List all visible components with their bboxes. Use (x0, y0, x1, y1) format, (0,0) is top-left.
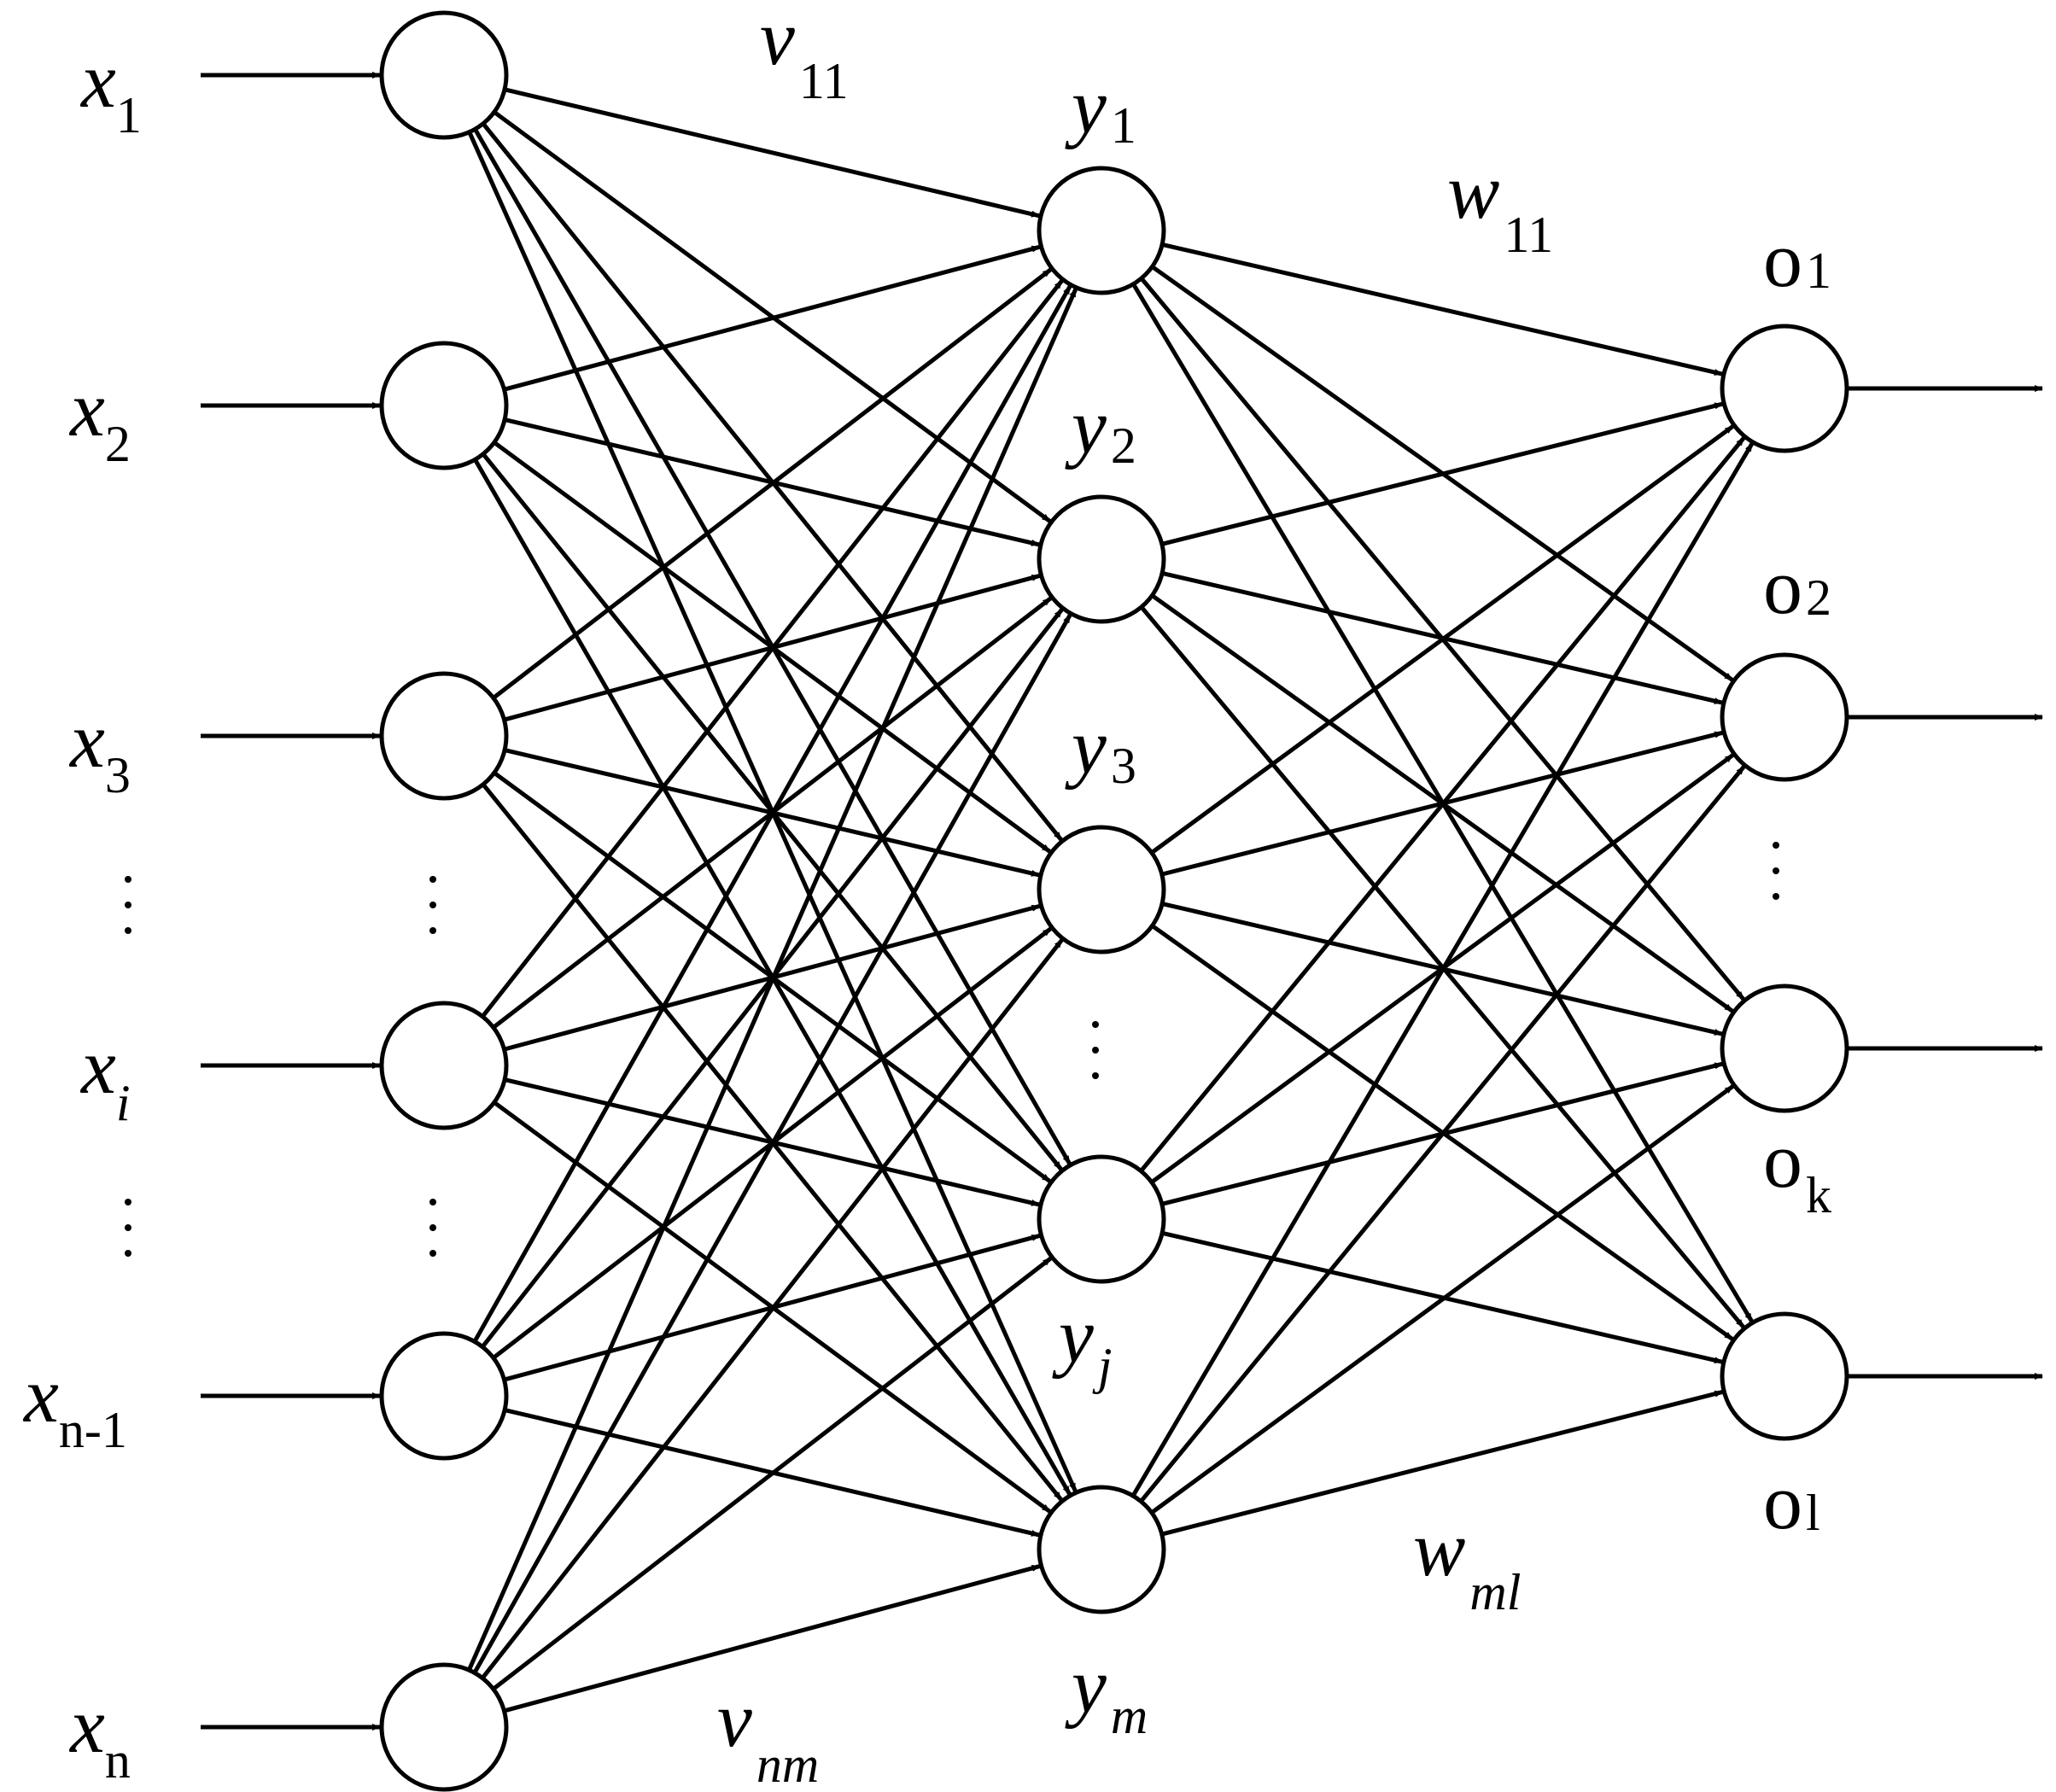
edge-w-4-0 (1130, 442, 1755, 1497)
input-node-ellipsis-upper (429, 927, 436, 934)
ellipsis-dots (125, 842, 1779, 1257)
connection-edges (201, 72, 2043, 1731)
input-label-x1: x1 (79, 37, 142, 143)
input-node-ellipsis-upper (429, 902, 436, 908)
edge-w-0-0 (1161, 242, 1723, 376)
output-label-ol: ol (1763, 1458, 1820, 1545)
output-node-1 (1720, 652, 1849, 782)
output-label-ok: ok (1763, 1117, 1831, 1223)
input-node-0 (379, 10, 509, 140)
input-label-x2: x2 (68, 365, 131, 472)
edge-v-3-0 (481, 279, 1064, 1019)
input-label-ellipsis-lower (125, 1250, 131, 1257)
edge-v-1-0 (503, 244, 1041, 392)
hidden-node-4 (1037, 1485, 1166, 1614)
input-label-ellipsis-upper (125, 876, 131, 883)
output-node-3 (1720, 1311, 1849, 1441)
hidden-node-3 (1037, 1154, 1166, 1284)
input-label-ellipsis-upper (125, 927, 131, 934)
output-node-0 (1720, 324, 1849, 453)
input-label-ellipsis-lower (125, 1199, 131, 1205)
input-label-xi: xi (79, 1023, 131, 1131)
edge-v-0-0 (504, 87, 1040, 219)
hidden-node-ellipsis (1092, 1047, 1099, 1054)
input-node-1 (379, 341, 509, 470)
edge-v-5-2 (481, 938, 1064, 1680)
input-label-ellipsis-lower (125, 1224, 131, 1231)
edge-w-2-0 (1150, 424, 1735, 855)
weight-label-wml: wml (1413, 1505, 1521, 1620)
hidden-label-y1: y1 (1065, 62, 1136, 154)
output-node-ellipsis (1773, 842, 1779, 849)
input-label-x3: x3 (68, 697, 131, 803)
output-node-ellipsis (1773, 893, 1779, 900)
input-node-ellipsis-lower (429, 1199, 436, 1205)
edge-v-4-0 (472, 285, 1072, 1343)
weight-label-v11: v11 (760, 0, 849, 109)
hidden-node-ellipsis (1092, 1072, 1099, 1079)
edge-w-3-0 (1139, 436, 1746, 1173)
edge-w-4-3 (1161, 1390, 1724, 1537)
output-node-ellipsis (1773, 867, 1779, 874)
input-label-xn: xn (68, 1682, 131, 1789)
input-node-2 (379, 671, 509, 801)
edge-v-5-3 (492, 1256, 1053, 1691)
output-label-o2: o2 (1763, 543, 1831, 630)
input-node-5 (379, 1662, 509, 1792)
hidden-labels: y1 y2 y3 yj ym (1052, 62, 1148, 1744)
input-node-3 (379, 1001, 509, 1130)
hidden-node-2 (1037, 825, 1166, 954)
edge-v-5-1 (472, 614, 1072, 1674)
weight-label-vnm: vnm (717, 1676, 819, 1792)
hidden-label-y3: y3 (1065, 703, 1136, 794)
hidden-label-yj: yj (1052, 1292, 1113, 1394)
input-label-ellipsis-upper (125, 902, 131, 908)
hidden-node-0 (1037, 166, 1166, 295)
output-labels: o1 o2 ok ol (1763, 216, 1831, 1545)
edge-v-2-0 (492, 267, 1053, 700)
hidden-node-1 (1037, 494, 1166, 624)
hidden-label-ym: ym (1065, 1642, 1148, 1744)
edge-w-4-1 (1139, 765, 1746, 1503)
hidden-node-ellipsis (1092, 1021, 1099, 1028)
input-label-xn-1: xn-1 (22, 1351, 127, 1458)
edge-w-1-0 (1161, 401, 1724, 546)
input-node-ellipsis-lower (429, 1224, 436, 1231)
output-label-o1-top: o1 (1763, 216, 1831, 303)
edge-v-5-4 (503, 1564, 1041, 1713)
output-node-2 (1720, 984, 1849, 1113)
edge-v-5-0 (467, 288, 1078, 1672)
input-labels: x1 x2 x3 xi xn-1 xn (22, 37, 142, 1789)
weight-label-w11: w11 (1447, 148, 1553, 263)
hidden-label-y2: y2 (1065, 382, 1136, 474)
neuron-nodes (379, 10, 1849, 1792)
weight-labels: v11 vnm w11 wml (717, 0, 1553, 1792)
input-node-4 (379, 1331, 509, 1461)
input-node-ellipsis-lower (429, 1250, 436, 1257)
edge-w-4-2 (1150, 1084, 1735, 1515)
input-node-ellipsis-upper (429, 876, 436, 883)
